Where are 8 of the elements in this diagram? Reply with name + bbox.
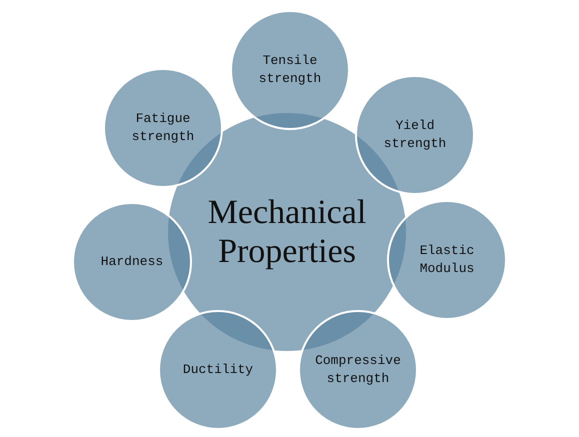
property-label: Tensile strength (258, 52, 322, 88)
property-label: Compressive strength (314, 352, 402, 388)
property-label: Fatigue strength (130, 110, 196, 146)
title-text: Mechanical Properties (206, 192, 368, 272)
property-label: Hardness (100, 253, 164, 271)
property-label: Elastic Modulus (418, 242, 476, 278)
property-label: Yield strength (382, 117, 448, 153)
property-label: Ductility (182, 361, 254, 379)
